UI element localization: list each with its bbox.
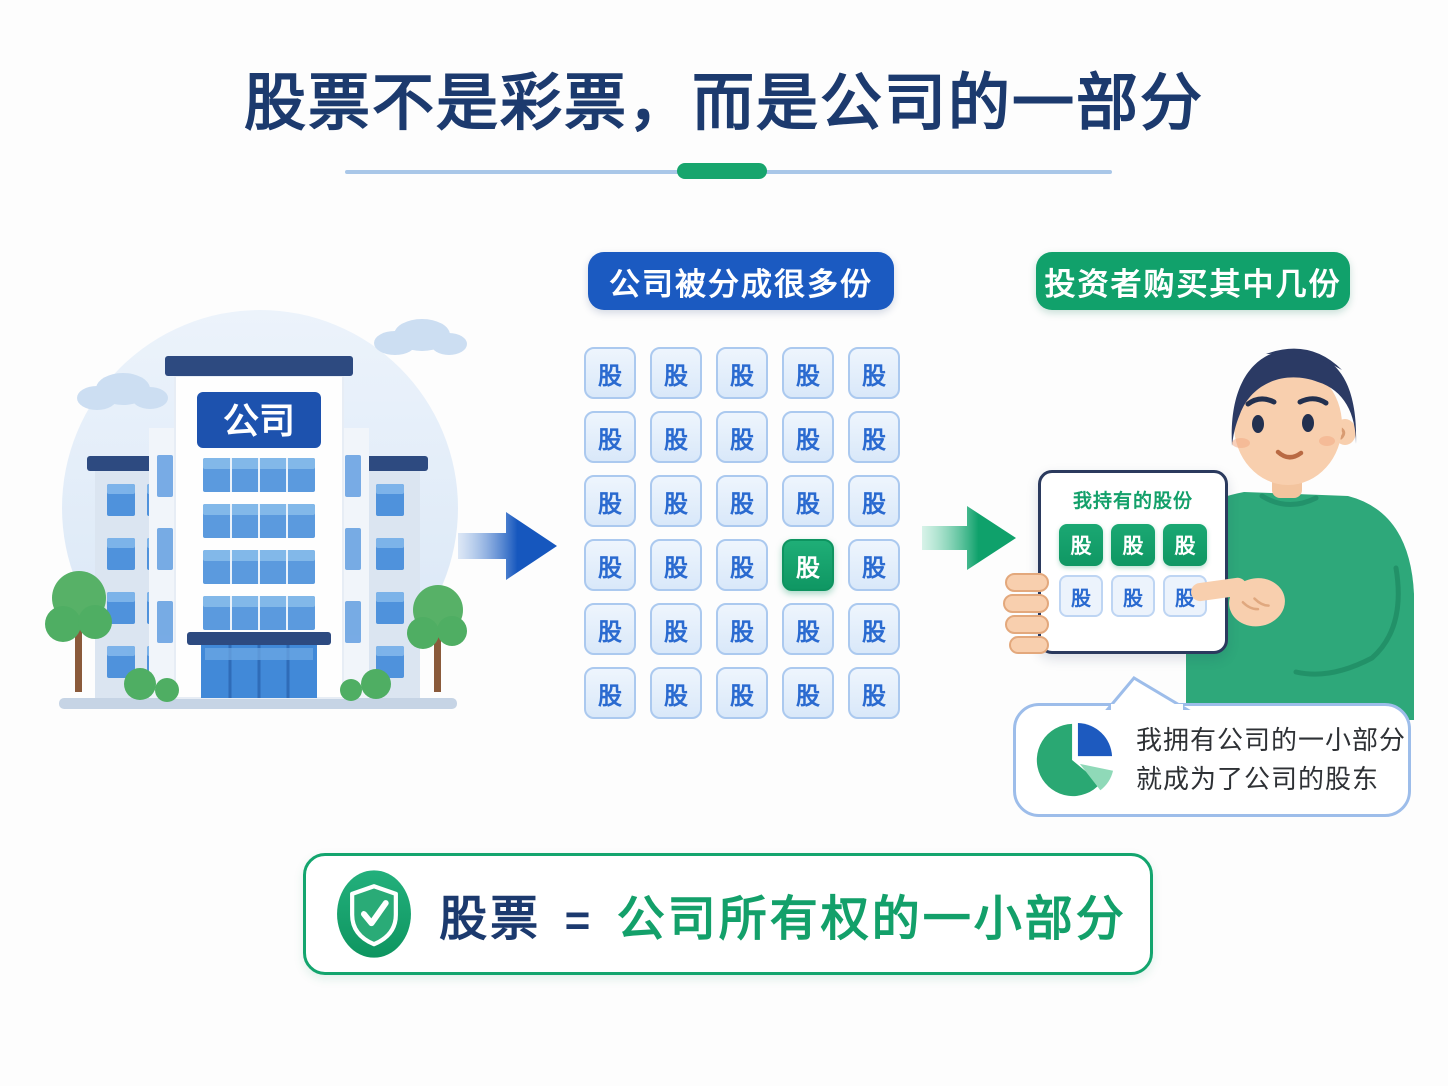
- footer-badge: 股票 = 公司所有权的一小部分: [303, 853, 1153, 975]
- pointing-hand-icon: [1191, 577, 1285, 627]
- footer-definition: 公司所有权的一小部分: [616, 893, 1127, 946]
- other-share-tile: 股: [1111, 575, 1155, 617]
- central-tower: 公司: [165, 356, 353, 699]
- footer-text: 股票 = 公司所有权的一小部分: [416, 879, 1150, 949]
- share-tile: 股: [650, 475, 702, 527]
- company-building-illustration: 公司: [45, 310, 467, 709]
- footer-equals: =: [564, 896, 594, 945]
- arrow-right-green-icon: [922, 506, 1016, 570]
- share-tile: 股: [650, 347, 702, 399]
- share-tile: 股: [782, 411, 834, 463]
- share-tile: 股: [782, 667, 834, 719]
- share-grid: 股股股股股股股股股股股股股股股股股股股股股股股股股股股股股股: [584, 347, 900, 719]
- share-tile: 股: [716, 539, 768, 591]
- bush-icon: [124, 668, 391, 702]
- share-tile: 股: [716, 667, 768, 719]
- owned-share-tile: 股: [1163, 524, 1207, 566]
- share-tile: 股: [782, 475, 834, 527]
- share-tile: 股: [716, 411, 768, 463]
- share-tile: 股: [584, 411, 636, 463]
- share-tile: 股: [848, 475, 900, 527]
- face: [1234, 365, 1342, 485]
- share-tile: 股: [848, 411, 900, 463]
- page-title: 股票不是彩票，而是公司的一部分: [243, 69, 1204, 138]
- share-tile-highlighted: 股: [782, 539, 834, 591]
- share-tile: 股: [650, 603, 702, 655]
- company-sign-label: 公司: [223, 400, 295, 441]
- owned-share-tile: 股: [1059, 524, 1103, 566]
- speech-text: 我拥有公司的一小部分 就成为了公司的股东: [1136, 721, 1406, 799]
- shield-check-icon: [337, 870, 411, 958]
- share-tile: 股: [848, 667, 900, 719]
- share-tile: 股: [584, 667, 636, 719]
- investor-person-illustration: [1186, 348, 1414, 720]
- share-tile: 股: [584, 539, 636, 591]
- entrance: [187, 632, 331, 698]
- arrow-right-blue-icon: [458, 512, 557, 580]
- left-hand-icon: [1003, 573, 1049, 654]
- holding-card-title: 我持有的股份: [1072, 491, 1193, 512]
- holding-card-grid: 股股股股股股: [1059, 524, 1207, 617]
- share-tile: 股: [650, 539, 702, 591]
- footer-term: 股票: [439, 893, 542, 946]
- share-tile: 股: [584, 475, 636, 527]
- share-tile: 股: [716, 603, 768, 655]
- middle-header-pill: 公司被分成很多份: [588, 252, 894, 310]
- title-divider-accent: [677, 163, 767, 179]
- share-tile: 股: [848, 539, 900, 591]
- share-tile: 股: [716, 475, 768, 527]
- tree-icon: [45, 571, 467, 692]
- share-tile: 股: [584, 603, 636, 655]
- right-header-pill: 投资者购买其中几份: [1036, 252, 1350, 310]
- cloud-icon: [77, 319, 467, 410]
- speech-bubble-tail: [1105, 676, 1191, 710]
- face-features: [1232, 396, 1335, 460]
- hair: [1231, 350, 1357, 446]
- company-sign: [197, 392, 321, 448]
- owned-share-tile: 股: [1111, 524, 1155, 566]
- holding-card: 我持有的股份 股股股股股股: [1038, 470, 1228, 654]
- share-tile: 股: [782, 603, 834, 655]
- share-tile: 股: [650, 411, 702, 463]
- window-bands: [203, 458, 315, 630]
- other-share-tile: 股: [1059, 575, 1103, 617]
- share-tile: 股: [584, 347, 636, 399]
- share-tile: 股: [650, 667, 702, 719]
- share-tile: 股: [716, 347, 768, 399]
- speech-line-2: 就成为了公司的股东: [1136, 764, 1380, 794]
- speech-bubble: 我拥有公司的一小部分 就成为了公司的股东: [1013, 703, 1411, 817]
- speech-line-1: 我拥有公司的一小部分: [1136, 725, 1407, 755]
- share-tile: 股: [848, 603, 900, 655]
- share-tile: 股: [782, 347, 834, 399]
- share-tile: 股: [848, 347, 900, 399]
- ground: [59, 698, 457, 709]
- pie-chart-icon: [1036, 722, 1114, 797]
